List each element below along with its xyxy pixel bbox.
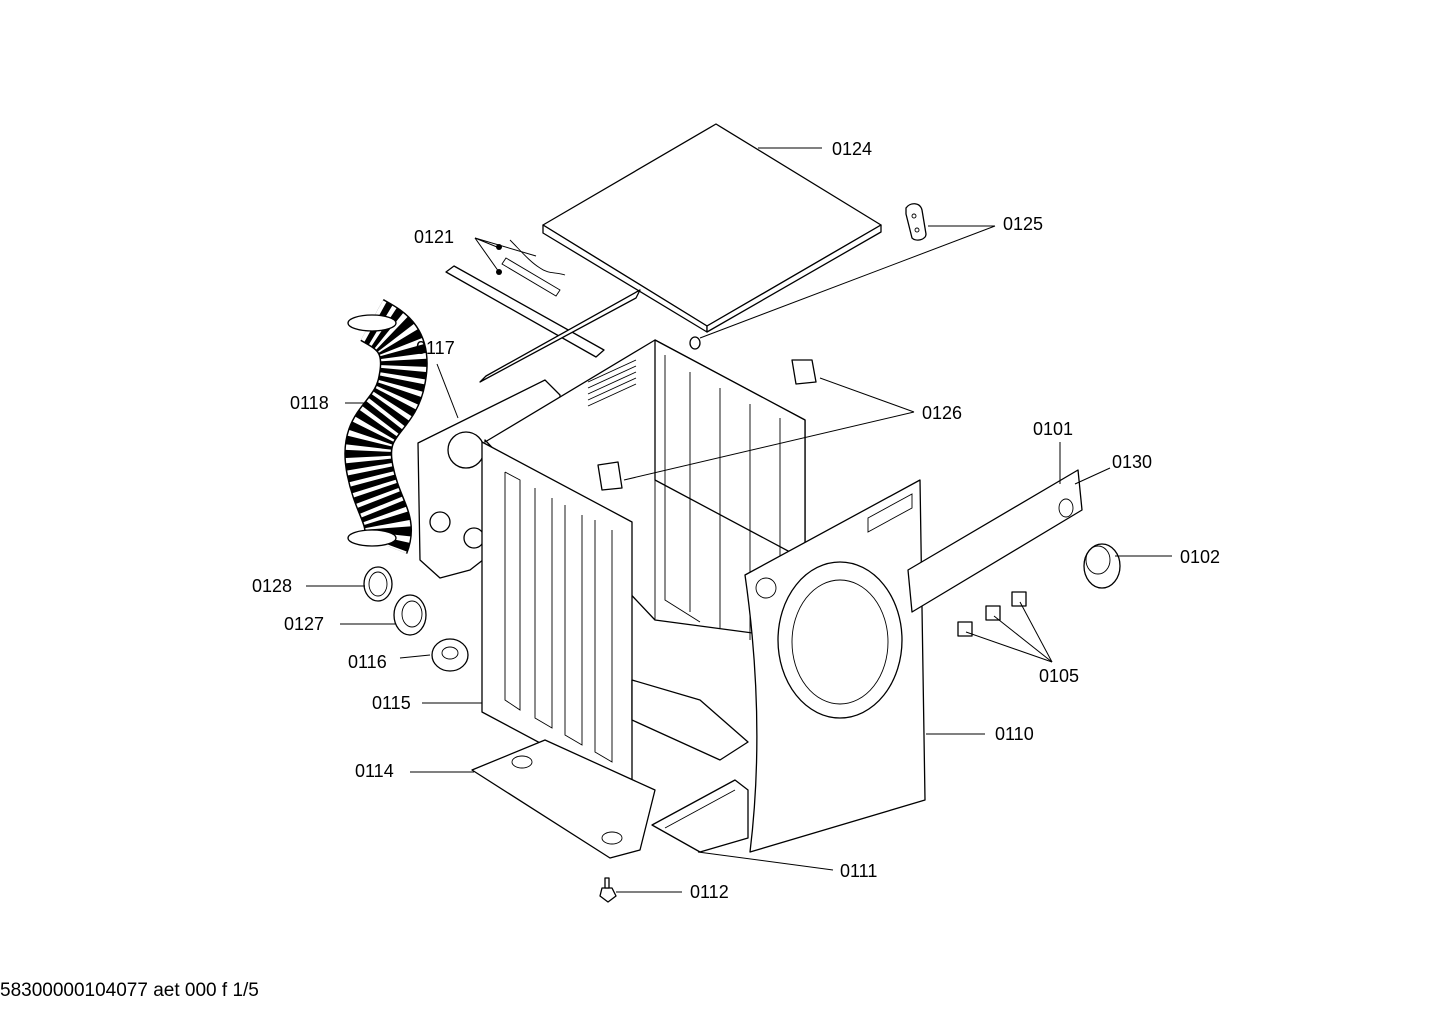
- part-hose: [344, 299, 428, 554]
- part-cabinet-frame: [484, 339, 806, 645]
- part-foot: [599, 877, 617, 903]
- callout-0121: 0121: [414, 227, 454, 247]
- callout-0128: 0128: [252, 576, 292, 596]
- callout-0127: 0127: [284, 614, 324, 634]
- part-clip: [689, 203, 927, 350]
- part-bracket: [597, 359, 817, 491]
- callout-0115: 0115: [372, 693, 411, 713]
- callout-0130: 0130: [1112, 452, 1152, 472]
- callout-0118: 0118: [290, 393, 329, 413]
- leader-lines: [306, 147, 1172, 893]
- callout-0117: 0117: [416, 338, 455, 358]
- callout-0110: 0110: [995, 724, 1034, 744]
- callout-0124: 0124: [832, 139, 872, 159]
- callout-0116: 0116: [348, 652, 387, 672]
- part-top-cover: [542, 123, 882, 333]
- part-buttons: [957, 591, 1027, 637]
- part-base-plate: [471, 679, 749, 859]
- part-side-panel: [481, 441, 633, 793]
- part-top-rail: [445, 239, 641, 383]
- callout-0101: 0101: [1033, 419, 1073, 439]
- part-ring: [363, 566, 393, 602]
- part-bottom-tray: [651, 779, 749, 853]
- part-adapter: [393, 594, 427, 636]
- part-control-panel: [907, 469, 1083, 613]
- callout-0102: 0102: [1180, 547, 1220, 567]
- callout-0126: 0126: [922, 403, 962, 423]
- part-cap: [431, 638, 469, 672]
- callout-0125: 0125: [1003, 214, 1043, 234]
- part-knob: [1083, 543, 1121, 589]
- part-front-panel: [744, 479, 926, 853]
- document-id: 58300000104077 aet 000 f 1/5: [0, 980, 259, 1001]
- callout-0114: 0114: [355, 761, 394, 781]
- callout-0111: 0111: [840, 861, 877, 881]
- callout-0105: 0105: [1039, 666, 1079, 686]
- callout-0112: 0112: [690, 882, 729, 902]
